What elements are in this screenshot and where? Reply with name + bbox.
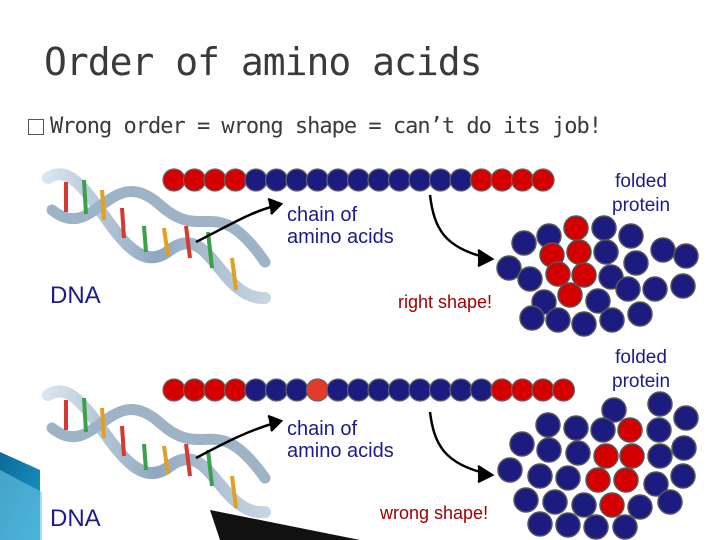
- amino-acid-bead: [223, 168, 248, 192]
- amino-acid-bead: [490, 168, 514, 192]
- dna-label-top: DNA: [50, 282, 101, 309]
- wrong-shape-label: wrong shape!: [380, 503, 489, 523]
- folded-label-top-line2: protein: [612, 195, 671, 216]
- chain-label-top-line1: chain of: [287, 204, 358, 226]
- folded-label-top-line1: folded: [615, 171, 667, 192]
- amino-acid-bead: [387, 378, 412, 402]
- amino-acid-bead: [285, 378, 309, 402]
- arrow-chain-to-protein-top: [428, 194, 495, 268]
- folded-protein-label-bottom: folded protein: [612, 346, 670, 394]
- amino-acid-bead: [408, 168, 432, 192]
- amino-acid-bead: [428, 168, 453, 192]
- amino-acid-bead: [367, 168, 391, 192]
- folded-protein-wrong-shape: [497, 391, 699, 540]
- amino-acid-bead: [387, 168, 412, 192]
- amino-acid-bead: [264, 378, 289, 402]
- amino-chain-bottom: [162, 378, 576, 402]
- amino-acid-bead: [182, 168, 207, 192]
- bullet-point: Wrong order = wrong shape = can’t do its…: [28, 114, 602, 139]
- arrow-chain-to-protein-bottom: [428, 411, 495, 484]
- amino-acid-bead: [510, 168, 535, 192]
- dna-helix-bottom: [42, 385, 271, 519]
- amino-acid-bead: [346, 378, 371, 402]
- chain-label-bottom-line2: amino acids: [287, 440, 394, 462]
- amino-acid-bead: [244, 168, 268, 192]
- folded-label-bottom-line2: protein: [612, 371, 671, 392]
- amino-chain-top: [162, 168, 555, 192]
- amino-acid-bead: [203, 168, 227, 192]
- arrow-dna-to-chain-bottom: [195, 414, 284, 460]
- amino-acid-bead: [305, 378, 330, 402]
- amino-acid-bead: [551, 378, 576, 402]
- amino-acid-bead: [510, 378, 535, 402]
- bullet-text: Wrong order = wrong shape = can’t do its…: [50, 114, 602, 139]
- amino-acid-bead: [264, 168, 289, 192]
- amino-acid-bead: [531, 168, 555, 192]
- amino-acid-bead: [490, 378, 514, 402]
- decorative-band: [0, 452, 360, 540]
- chain-label-top: chain of amino acids: [287, 204, 394, 248]
- folded-protein-label-top: folded protein: [612, 170, 670, 218]
- amino-acid-bead: [449, 168, 473, 192]
- amino-acid-bead: [223, 378, 248, 402]
- amino-acid-bead: [367, 378, 391, 402]
- amino-acid-bead: [346, 168, 371, 192]
- bullet-box-icon: [28, 119, 44, 135]
- amino-acid-bead: [326, 168, 350, 192]
- slide-title: Order of amino acids: [44, 40, 483, 84]
- folded-label-bottom-line1: folded: [615, 347, 667, 368]
- arrow-dna-to-chain-top: [195, 197, 284, 244]
- amino-acid-bead: [469, 168, 494, 192]
- chain-label-top-line2: amino acids: [287, 226, 394, 248]
- amino-acid-bead: [326, 378, 350, 402]
- amino-acid-bead: [162, 168, 186, 192]
- amino-acid-bead: [469, 378, 494, 402]
- amino-acid-bead: [162, 378, 186, 402]
- dna-label-bottom: DNA: [50, 505, 101, 532]
- amino-acid-bead: [449, 378, 473, 402]
- folded-protein-right-shape: [496, 215, 699, 337]
- right-shape-label: right shape!: [398, 292, 493, 312]
- amino-acid-bead: [531, 378, 555, 402]
- amino-acid-bead: [285, 168, 309, 192]
- amino-acid-bead: [203, 378, 227, 402]
- amino-acid-bead: [428, 378, 453, 402]
- dna-helix-top: [42, 168, 271, 305]
- amino-acid-bead: [182, 378, 207, 402]
- amino-acid-bead: [244, 378, 268, 402]
- chain-label-bottom-line1: chain of: [287, 418, 358, 440]
- chain-label-bottom: chain of amino acids: [287, 418, 394, 462]
- amino-acid-bead: [305, 168, 330, 192]
- amino-acid-bead: [408, 378, 432, 402]
